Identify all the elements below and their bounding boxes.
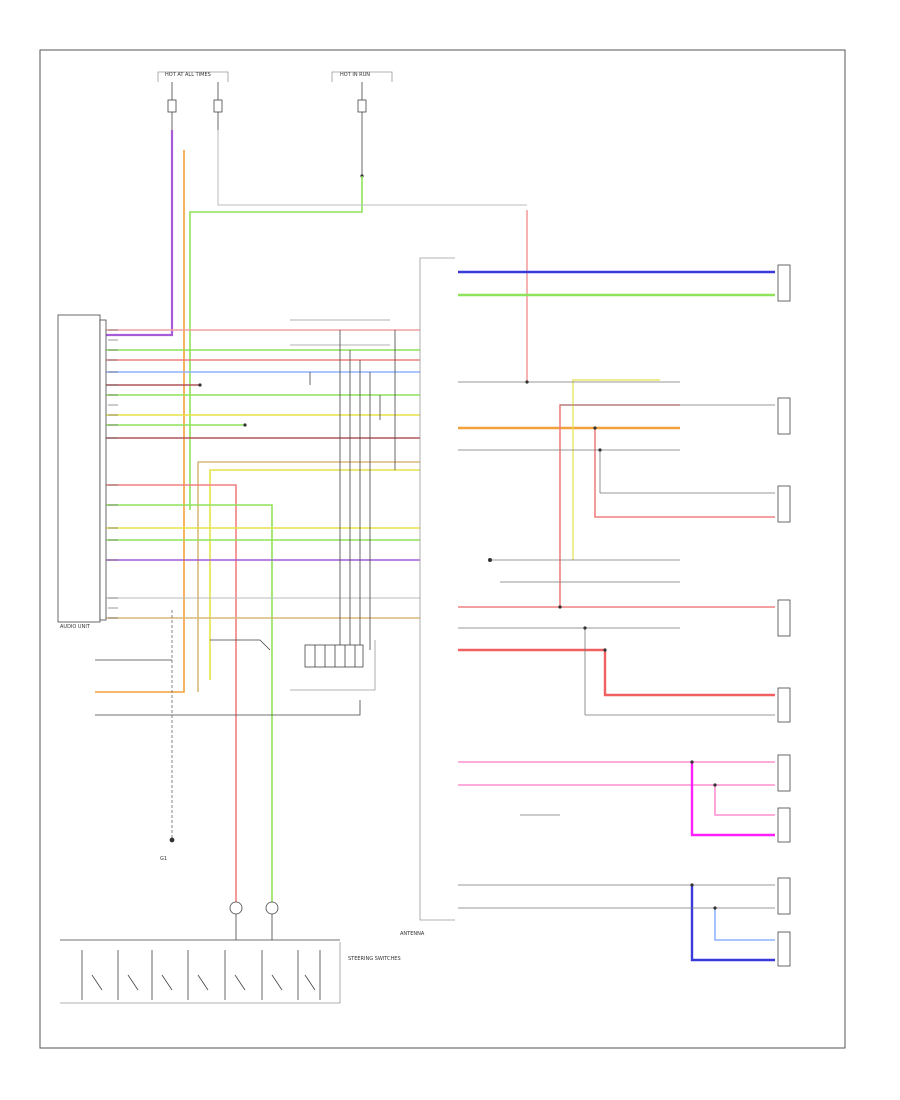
wire-lightblue-rear: [714, 908, 775, 941]
audio-unit-body: [57, 314, 101, 623]
speaker-left-door: [777, 599, 791, 637]
switch-group-label: STEERING SWITCHES: [348, 956, 401, 962]
wire-gray-trunk: [217, 130, 527, 206]
bus-green-4: [105, 504, 273, 905]
wire-red-left-tweeter: [458, 648, 775, 697]
right-module: ANTENNA: [400, 257, 455, 937]
relay-fuse: [357, 99, 367, 113]
audio-unit-label: AUDIO UNIT: [60, 624, 91, 630]
wire-red-tweeter-feed: [594, 428, 775, 518]
right-junctions: [488, 380, 717, 910]
hub-connector: [304, 644, 364, 668]
wire-orange-feed: [95, 150, 185, 693]
bus-red-3: [105, 484, 237, 905]
audio-unit-connector: [99, 319, 107, 621]
wire-blue-rear: [690, 885, 775, 962]
relay-outline: [331, 71, 393, 82]
speaker-left-rear: [777, 754, 791, 792]
pin-ticks: [108, 329, 118, 619]
wire-magenta-left: [690, 762, 775, 837]
tweeter-right-rear: [777, 931, 791, 967]
switch-connector-right: [265, 901, 279, 915]
fuse-2: [213, 99, 223, 113]
right-thin-wires: [458, 381, 775, 909]
bus-tan-1: [197, 461, 420, 692]
speaker-front-right: [777, 264, 791, 302]
speaker-right-rear: [777, 877, 791, 915]
steering-switches: STEERING SWITCHES: [60, 901, 401, 1004]
wire-green-feed: [189, 176, 363, 510]
fuse-block-group: HOT AT ALL TIMES HOT IN RUN: [157, 71, 393, 178]
wire-violet-feed: [105, 130, 174, 337]
wire-pink-left-3: [714, 785, 775, 816]
ground-point: [169, 837, 175, 843]
module-outline: [419, 257, 455, 921]
ground-label: G1: [160, 856, 167, 862]
tweeter-right: [777, 485, 791, 523]
speaker-right-door: [777, 397, 791, 435]
tweeter-left: [777, 687, 791, 723]
left-ground: G1: [95, 610, 361, 862]
audio-unit: AUDIO UNIT: [57, 314, 107, 630]
fuse-block-outline: [157, 71, 229, 82]
fuse-block-label: HOT AT ALL TIMES: [165, 72, 211, 78]
relay-label: HOT IN RUN: [340, 72, 370, 78]
wire-red-right-tweeter: [559, 404, 680, 608]
diagram-frame: [39, 49, 846, 1049]
mid-connector-block: [198, 319, 396, 691]
antenna-label: ANTENNA: [400, 931, 425, 937]
switch-group-outline: [60, 942, 341, 1004]
wire-yellow-right: [572, 379, 660, 560]
wire-group: [95, 130, 775, 962]
switch-connector-left: [229, 901, 243, 915]
speaker-connectors: [777, 264, 791, 967]
fuse-1: [167, 99, 177, 113]
tweeter-left-rear: [777, 807, 791, 843]
